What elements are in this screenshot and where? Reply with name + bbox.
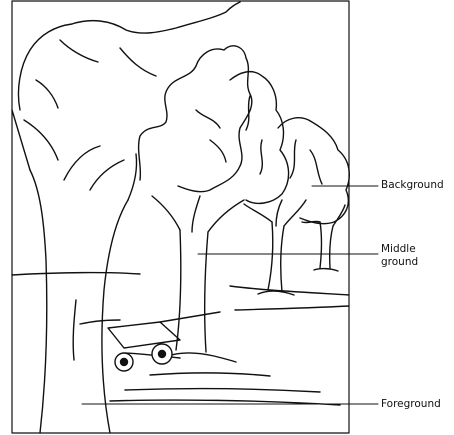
middle-ground-label: Middle ground xyxy=(381,243,451,269)
picture-frame xyxy=(12,1,349,433)
background-label: Background xyxy=(381,179,444,192)
foreground-label: Foreground xyxy=(381,398,441,411)
